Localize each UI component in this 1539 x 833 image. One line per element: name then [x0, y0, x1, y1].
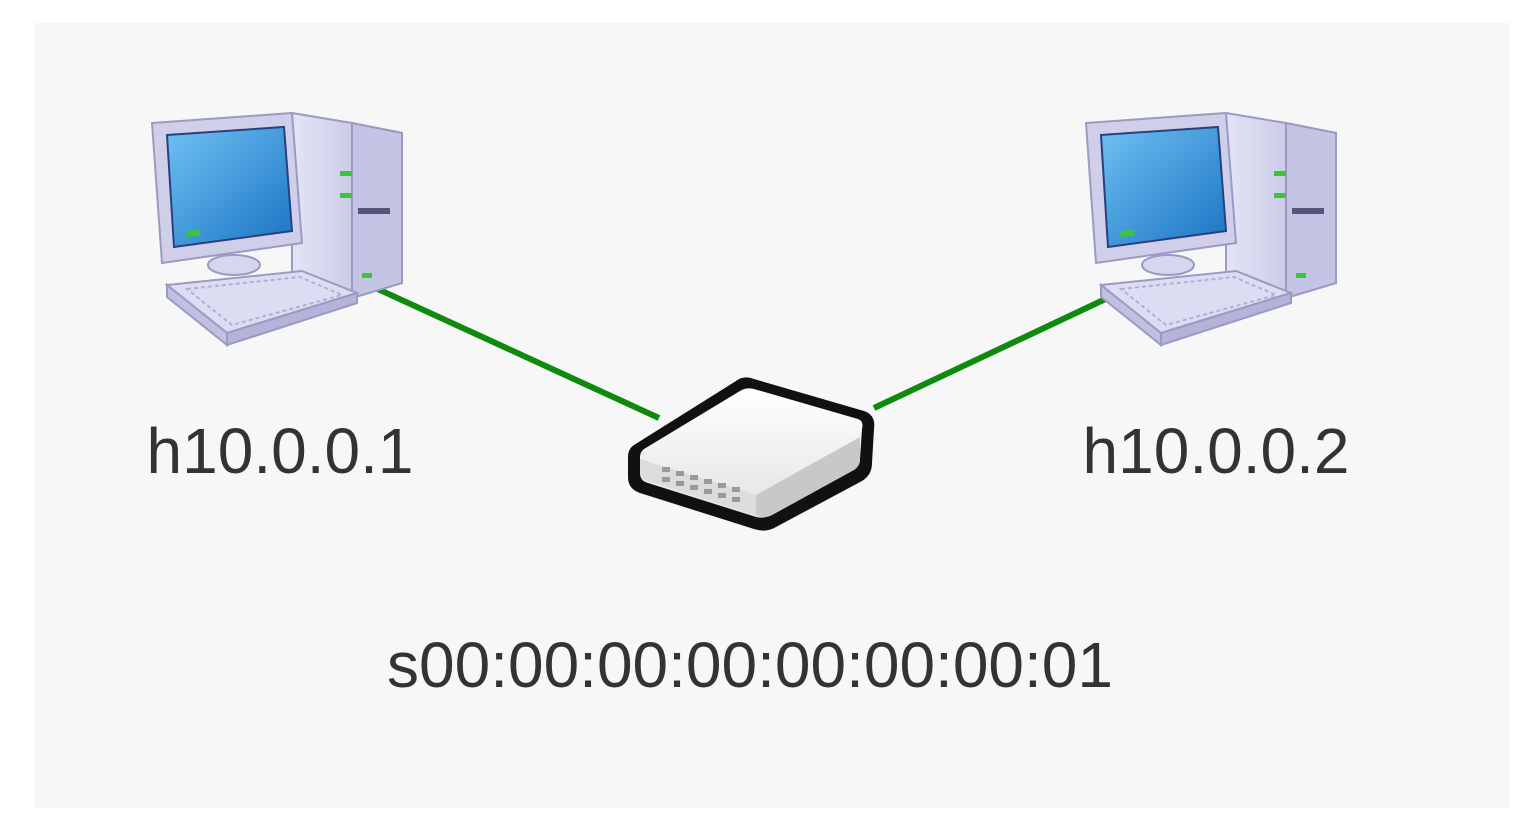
link-h1-s1[interactable]	[367, 282, 661, 421]
switch-s1-node[interactable]	[628, 377, 875, 531]
host-h2-label: h10.0.0.2	[1082, 415, 1350, 487]
host-h1-node[interactable]	[151, 112, 403, 346]
topology-canvas: h10.0.0.1 h10.0.0.2 s00:00:00:00:00:00:0…	[34, 23, 1510, 808]
host-h2-node[interactable]	[1085, 112, 1337, 346]
link-s1-h2[interactable]	[872, 292, 1116, 411]
desktop-computer-icon	[1085, 112, 1337, 346]
switch-s1-label: s00:00:00:00:00:00:00:01	[387, 629, 1113, 701]
network-switch-icon	[628, 377, 875, 531]
desktop-computer-icon	[151, 112, 403, 346]
host-h1-label: h10.0.0.1	[146, 415, 414, 487]
topology-graph	[151, 112, 1337, 531]
